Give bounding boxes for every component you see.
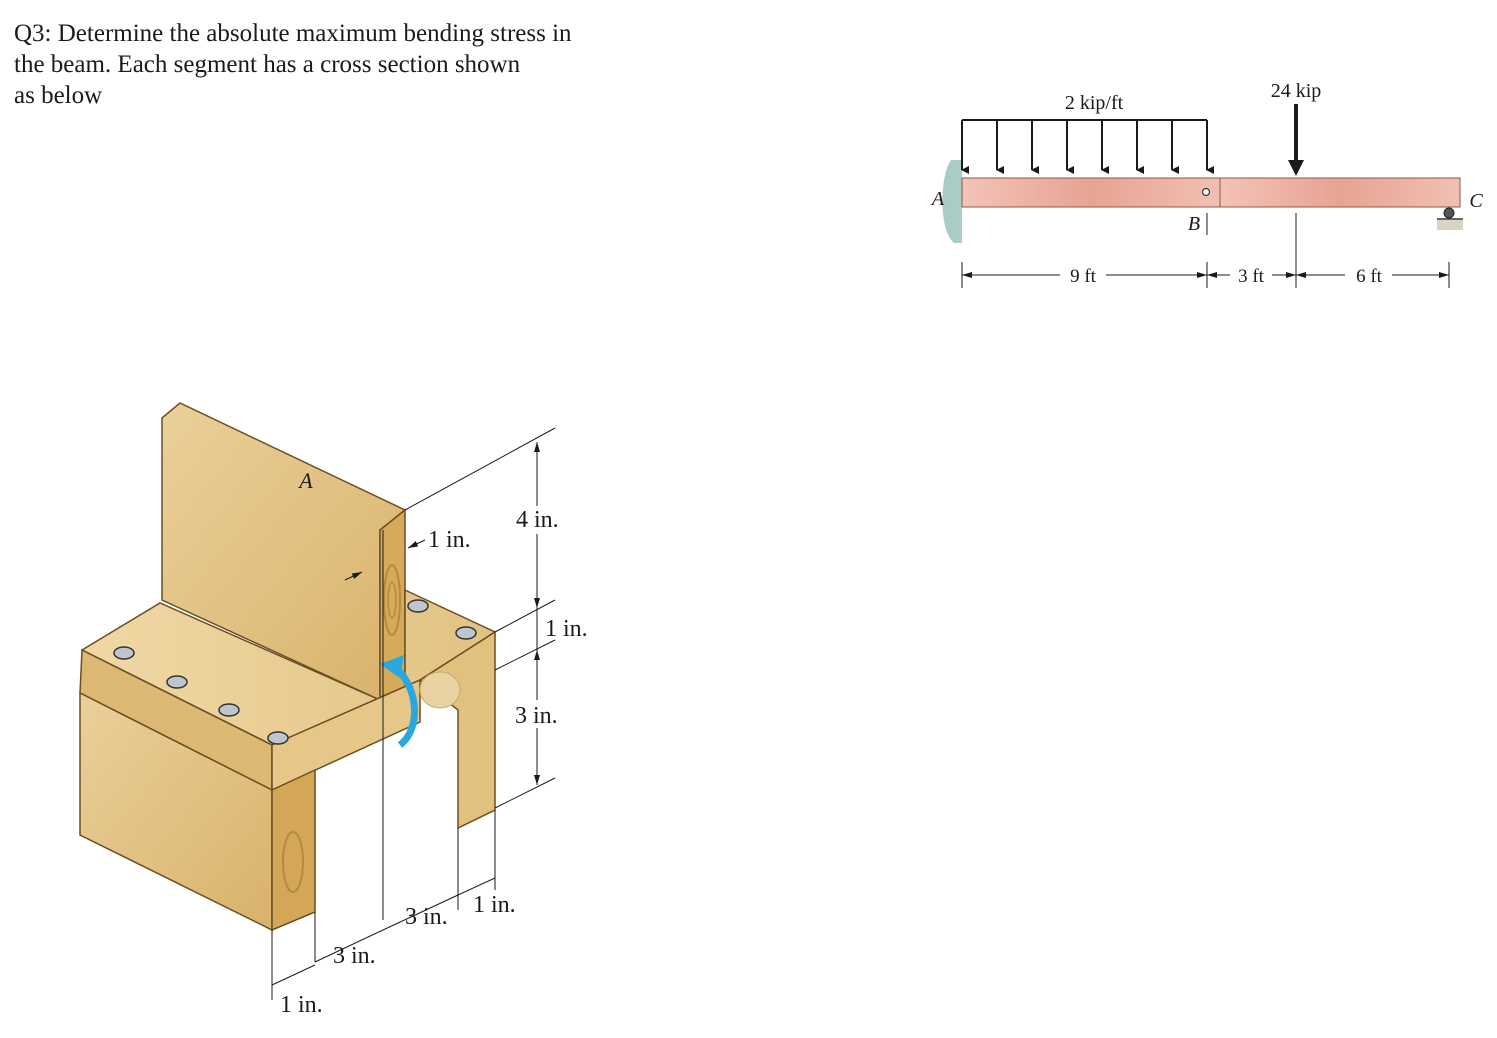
hinge-b <box>1201 187 1211 197</box>
dim-top-thickness: 1 in. <box>428 527 471 553</box>
roller-support-c <box>1437 207 1463 230</box>
dim-bottom-height: 3 in. <box>515 703 558 729</box>
fixed-wall-a <box>942 160 962 243</box>
question-line-1: Q3: Determine the absolute maximum bendi… <box>14 20 572 47</box>
question-text: Q3: Determine the absolute maximum bendi… <box>14 18 646 111</box>
moment-arrow <box>393 665 418 748</box>
point-load-label: 24 kip <box>1271 80 1322 102</box>
beam-segment-bc <box>1219 177 1461 208</box>
cross-section-dimensions <box>271 427 556 1000</box>
distributed-load <box>961 119 1214 174</box>
left-leg-end <box>271 768 316 932</box>
dim-gap-right: 3 in. <box>405 904 448 930</box>
section-label-a: A <box>297 468 313 493</box>
cross-section-figure: A 1 in. 4 in. 1 in. 3 in. <box>79 402 588 1018</box>
dim-leg-width-left: 1 in. <box>280 992 323 1018</box>
beam-dimensions <box>961 213 1450 288</box>
dim-9ft-label: 9 ft <box>1070 266 1097 287</box>
question-line-3: as below <box>14 82 103 109</box>
support-a-label: A <box>930 188 945 210</box>
beam-segment-ab <box>961 177 1221 208</box>
dim-6ft-label: 6 ft <box>1356 266 1383 287</box>
beam-diagram: 2 kip/ft 24 kip A B C <box>930 80 1483 288</box>
hinge-b-label: B <box>1188 213 1200 235</box>
distributed-load-label: 2 kip/ft <box>1065 92 1124 114</box>
dim-gap-left: 3 in. <box>333 943 376 969</box>
support-c-label: C <box>1469 190 1483 212</box>
question-line-2: the beam. Each segment has a cross secti… <box>14 51 521 78</box>
dim-3ft-label: 3 ft <box>1238 266 1265 287</box>
moment-arrow-head <box>380 655 404 678</box>
dim-leg-width-right: 1 in. <box>473 892 516 918</box>
dim-flange: 1 in. <box>545 616 588 642</box>
nail-heads <box>113 599 477 745</box>
dim-top-height: 4 in. <box>516 507 559 533</box>
point-load-arrow <box>1288 104 1304 176</box>
